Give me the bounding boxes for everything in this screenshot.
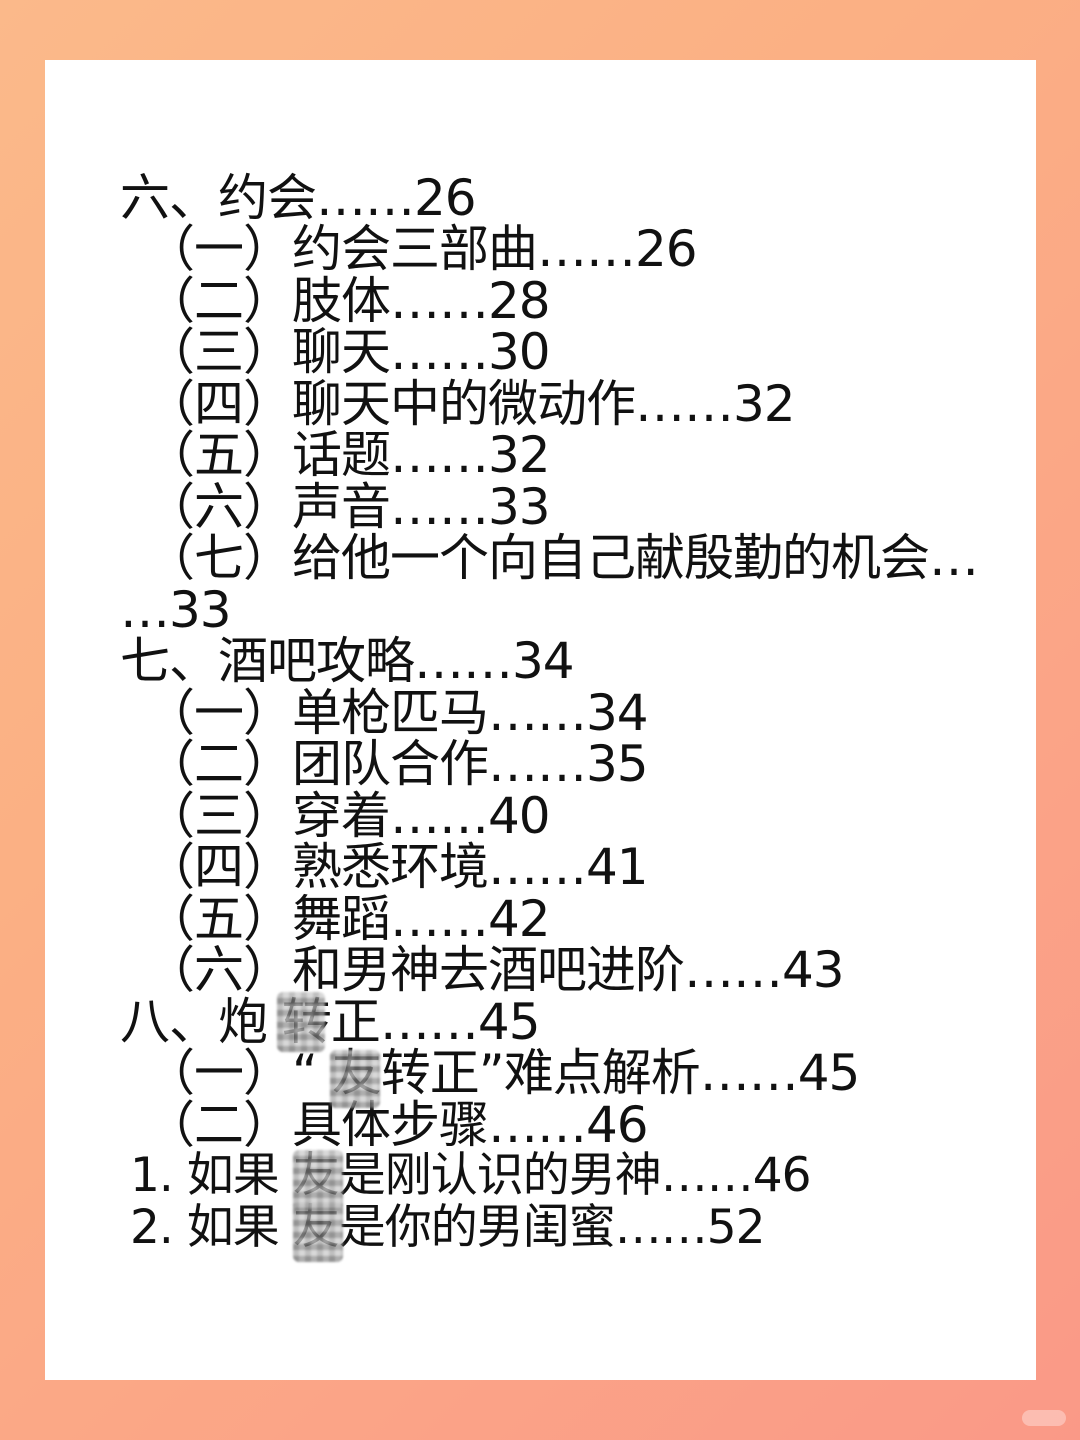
watermark — [1022, 1410, 1066, 1426]
toc-item-7-6: （六）和男神去酒吧进阶……43 — [145, 941, 845, 999]
censor-mosaic — [293, 1150, 343, 1210]
toc-item-6-1: （一）约会三部曲……26 — [145, 220, 698, 278]
toc-chapter-6: 六、约会……26 — [120, 169, 477, 227]
toc-item-6-7: （七）给他一个向自己献殷勤的机会… — [145, 529, 979, 587]
toc-chapter-7: 七、酒吧攻略……34 — [120, 632, 575, 690]
table-of-contents: 六、约会……26 （一）约会三部曲……26 （二）肢体……28 （三）聊天……3… — [45, 60, 1036, 1380]
toc-chapter-8: 八、炮 转正……45 — [120, 993, 541, 1051]
toc-item-6-4: （四）聊天中的微动作……32 — [145, 375, 796, 433]
toc-item-6-3: （三）聊天……30 — [145, 323, 551, 381]
toc-item-8-1: （一）“ 友转正”难点解析……45 — [145, 1044, 860, 1102]
toc-item-6-7-page: …33 — [120, 581, 232, 639]
toc-item-7-2: （二）团队合作……35 — [145, 735, 649, 793]
toc-item-7-1: （一）单枪匹马……34 — [145, 684, 649, 742]
toc-subitem-8-2-1: 1. 如果 友是刚认识的男神……46 — [130, 1148, 812, 1203]
toc-item-6-5: （五）话题……32 — [145, 426, 551, 484]
toc-item-6-2: （二）肢体……28 — [145, 272, 551, 330]
toc-item-7-4: （四）熟悉环境……41 — [145, 838, 649, 896]
censor-mosaic — [277, 992, 325, 1052]
censor-mosaic — [293, 1202, 343, 1262]
toc-item-7-3: （三）穿着……40 — [145, 787, 551, 845]
censor-mosaic — [330, 1050, 380, 1108]
document-page: 六、约会……26 （一）约会三部曲……26 （二）肢体……28 （三）聊天……3… — [45, 60, 1036, 1380]
toc-item-8-2: （二）具体步骤……46 — [145, 1096, 649, 1154]
toc-item-7-5: （五）舞蹈……42 — [145, 890, 551, 948]
toc-item-6-6: （六）声音……33 — [145, 478, 551, 536]
toc-subitem-8-2-2: 2. 如果 友是你的男闺蜜……52 — [130, 1200, 766, 1255]
